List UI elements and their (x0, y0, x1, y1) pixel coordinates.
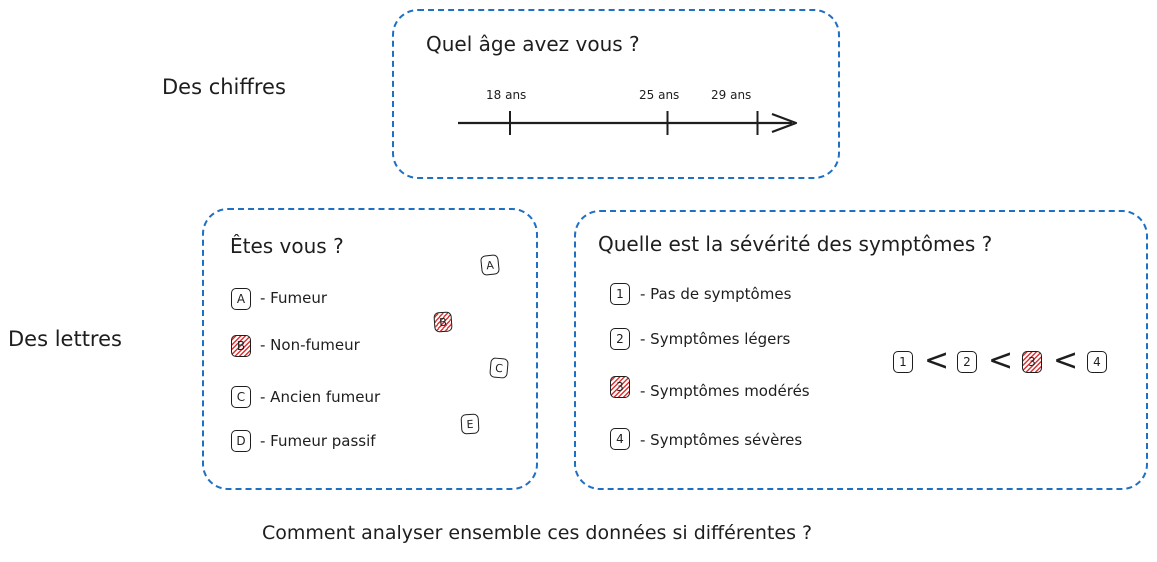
severity-label-3: - Symptômes modérés (640, 382, 810, 400)
tick-label-29: 29 ans (711, 88, 752, 102)
option-box-c[interactable]: C (231, 386, 251, 408)
option-box-b[interactable]: B (231, 335, 251, 357)
option-box-a[interactable]: A (231, 288, 251, 310)
numbers-label: Des chiffres (162, 75, 286, 99)
option-label-c: - Ancien fumeur (260, 388, 381, 406)
order-box-1: 1 (893, 351, 913, 373)
scattered-box-a: A (480, 254, 500, 276)
age-axis-arrowhead (771, 112, 798, 134)
scattered-box-c: C (489, 357, 509, 379)
severity-panel (574, 210, 1148, 490)
less-than-1: < (924, 343, 950, 378)
smoker-panel-title: Êtes vous ? (230, 234, 344, 258)
letters-label: Des lettres (8, 327, 122, 351)
severity-box-1[interactable]: 1 (610, 283, 630, 305)
age-panel (392, 9, 840, 179)
tick-label-18: 18 ans (486, 88, 527, 102)
smoker-panel (202, 208, 538, 490)
age-panel-title: Quel âge avez vous ? (426, 32, 640, 56)
severity-panel-title: Quelle est la sévérité des symptômes ? (598, 232, 993, 256)
less-than-2: < (988, 343, 1014, 378)
age-axis (458, 111, 798, 135)
scattered-box-b: B (433, 311, 453, 333)
severity-label-2: - Symptômes légers (640, 330, 791, 348)
less-than-3: < (1053, 343, 1079, 378)
order-box-2: 2 (957, 351, 977, 373)
scattered-box-e: E (460, 413, 480, 435)
option-label-b: - Non-fumeur (260, 336, 360, 354)
severity-label-4: - Symptômes sévères (640, 431, 803, 449)
severity-box-4[interactable]: 4 (610, 428, 630, 450)
severity-label-1: - Pas de symptômes (640, 285, 792, 303)
severity-box-2[interactable]: 2 (610, 328, 630, 350)
order-box-4: 4 (1087, 351, 1107, 373)
severity-box-3[interactable]: 3 (610, 376, 630, 398)
option-label-a: - Fumeur (260, 289, 328, 307)
footer-question: Comment analyser ensemble ces données si… (262, 522, 813, 544)
option-box-d[interactable]: D (231, 430, 251, 452)
option-label-d: - Fumeur passif (260, 432, 376, 450)
tick-label-25: 25 ans (639, 88, 680, 102)
order-box-3: 3 (1022, 351, 1042, 373)
